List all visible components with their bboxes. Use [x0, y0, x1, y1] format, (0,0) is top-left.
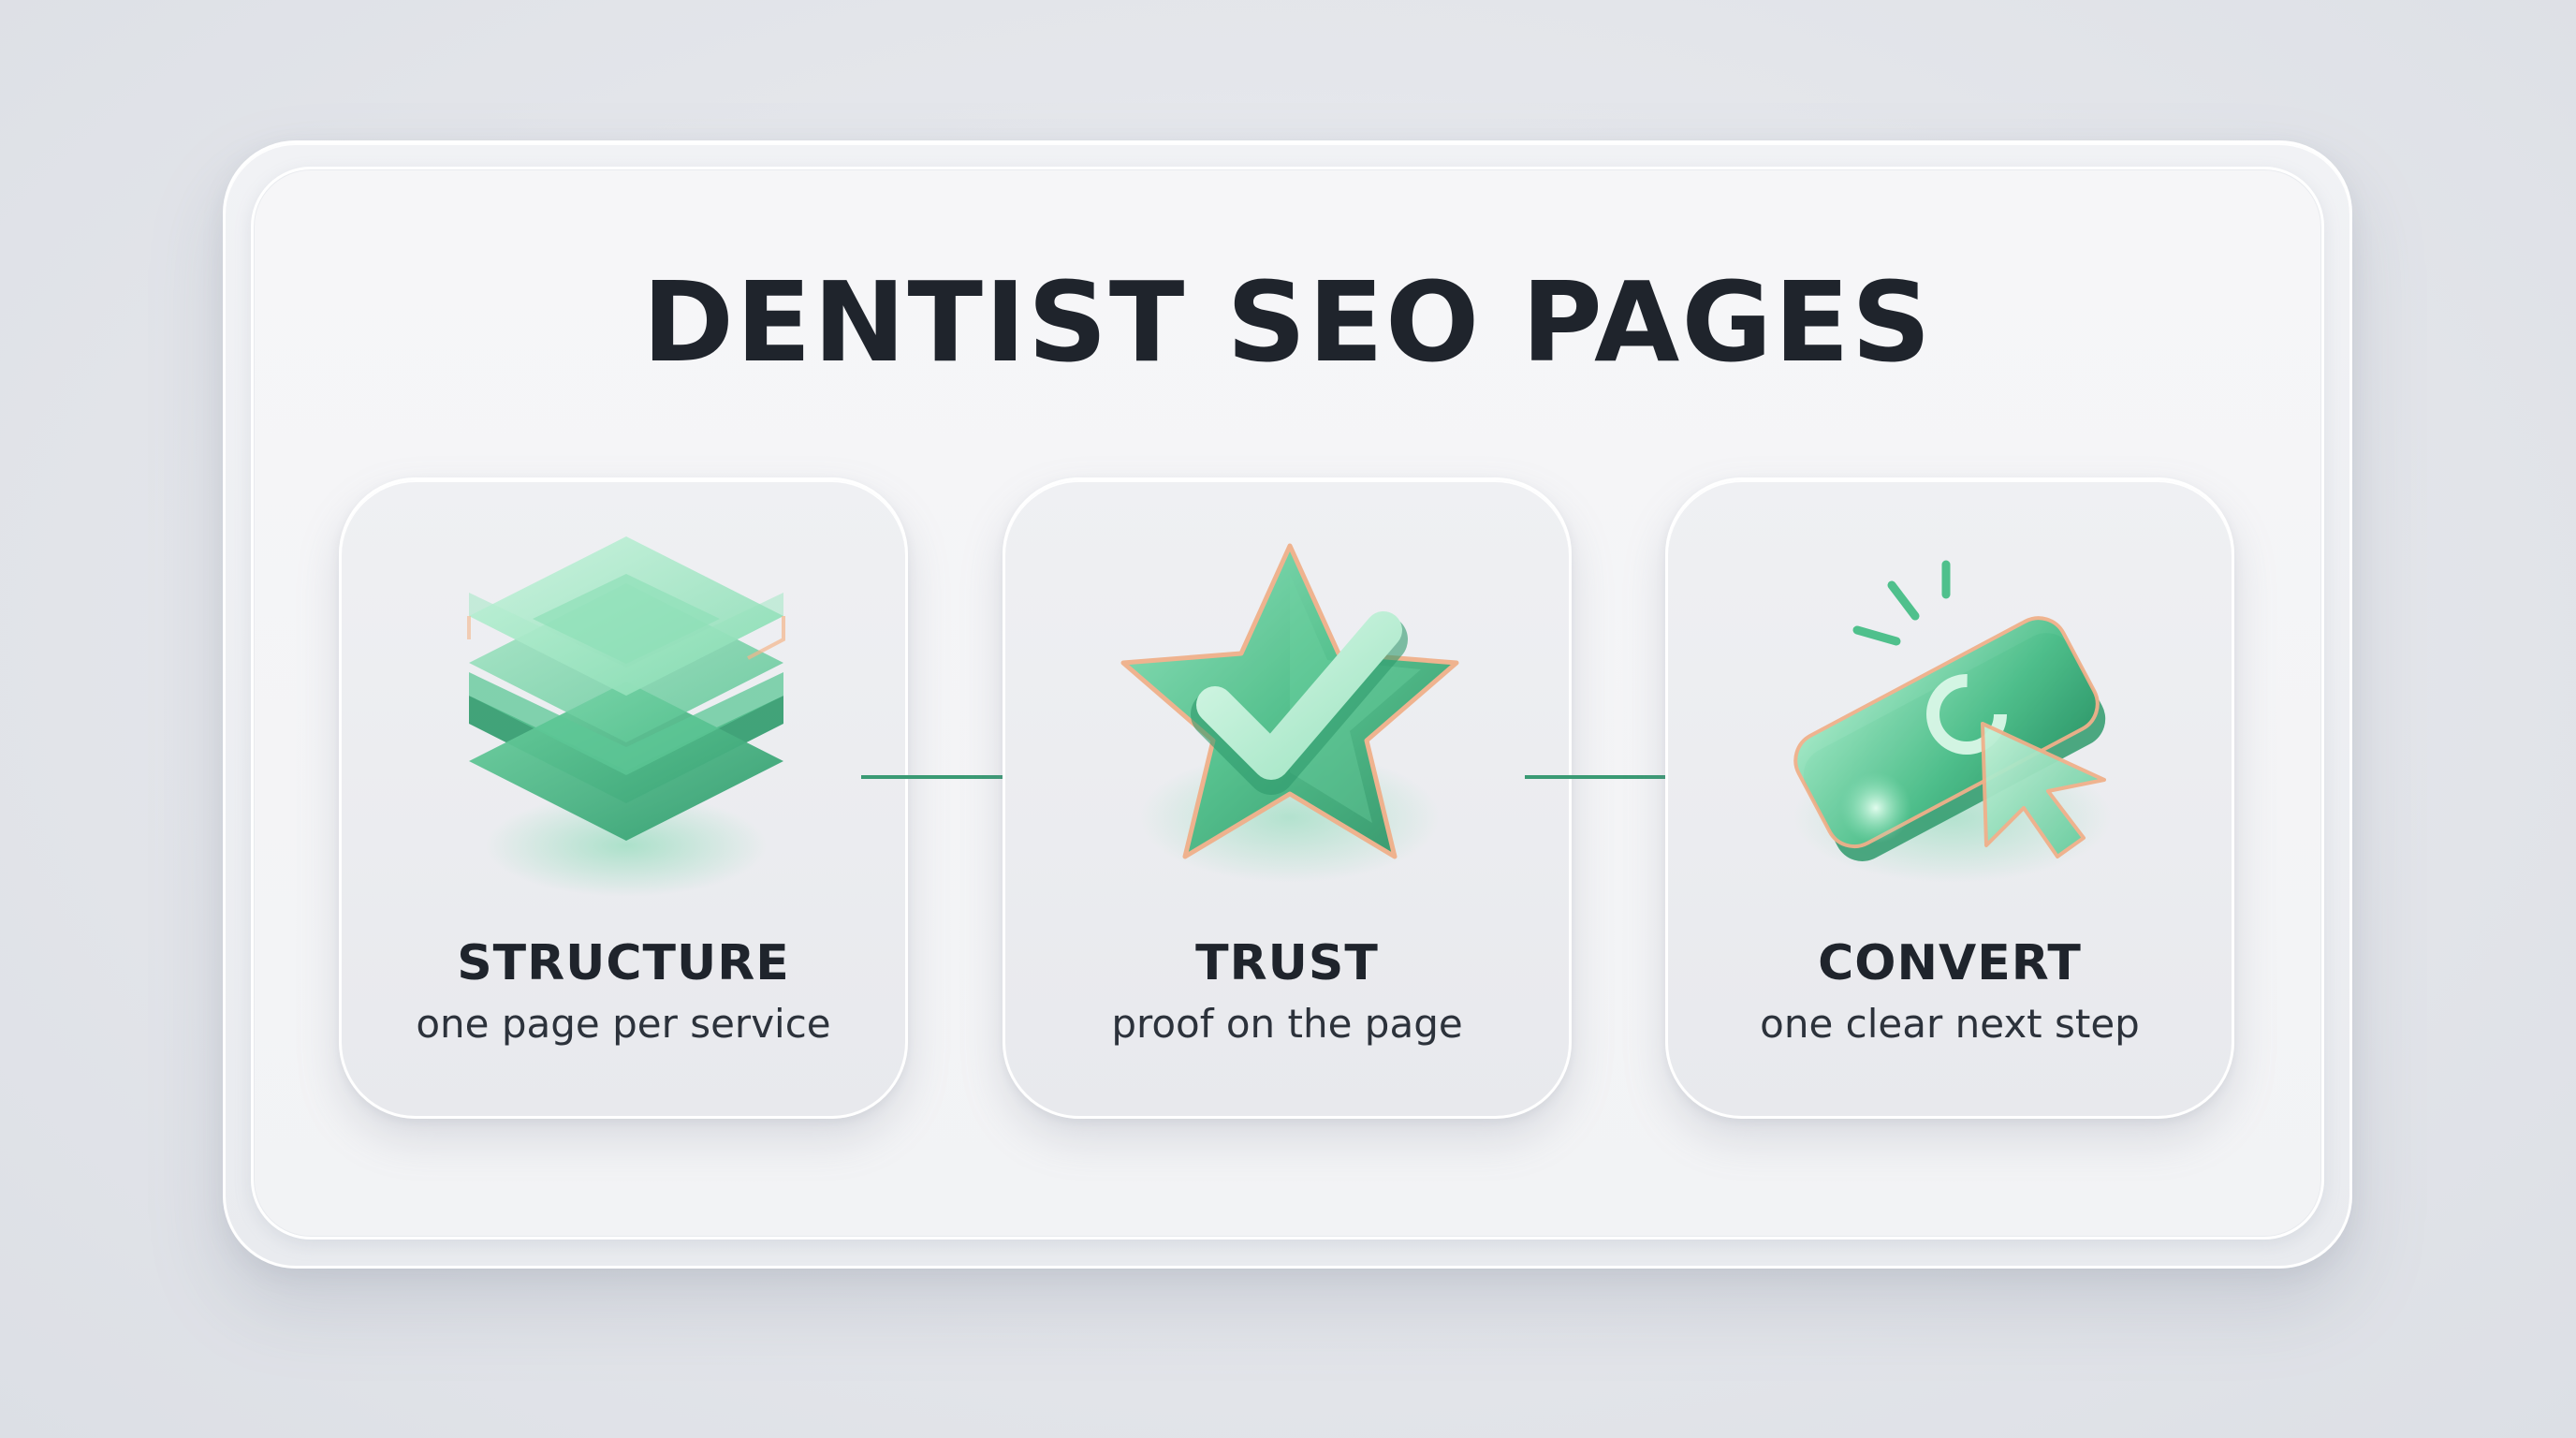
step-card-structure: STRUCTURE one page per service — [339, 477, 908, 1119]
step-subtitle: proof on the page — [1111, 1001, 1463, 1047]
click-button-cursor-icon — [1793, 560, 2112, 883]
page-title: DENTIST SEO PAGES — [642, 257, 1933, 387]
step-title: TRUST — [1195, 935, 1379, 991]
star-check-icon — [1120, 543, 1459, 883]
layers-stack-icon — [467, 536, 785, 897]
step-card-trust: TRUST proof on the page — [1003, 477, 1572, 1119]
step-card-convert: CONVERT one clear next step — [1665, 477, 2234, 1119]
step-title: STRUCTURE — [457, 935, 790, 991]
step-subtitle: one clear next step — [1760, 1001, 2140, 1047]
step-title: CONVERT — [1818, 935, 2082, 991]
step-subtitle: one page per service — [416, 1001, 831, 1047]
